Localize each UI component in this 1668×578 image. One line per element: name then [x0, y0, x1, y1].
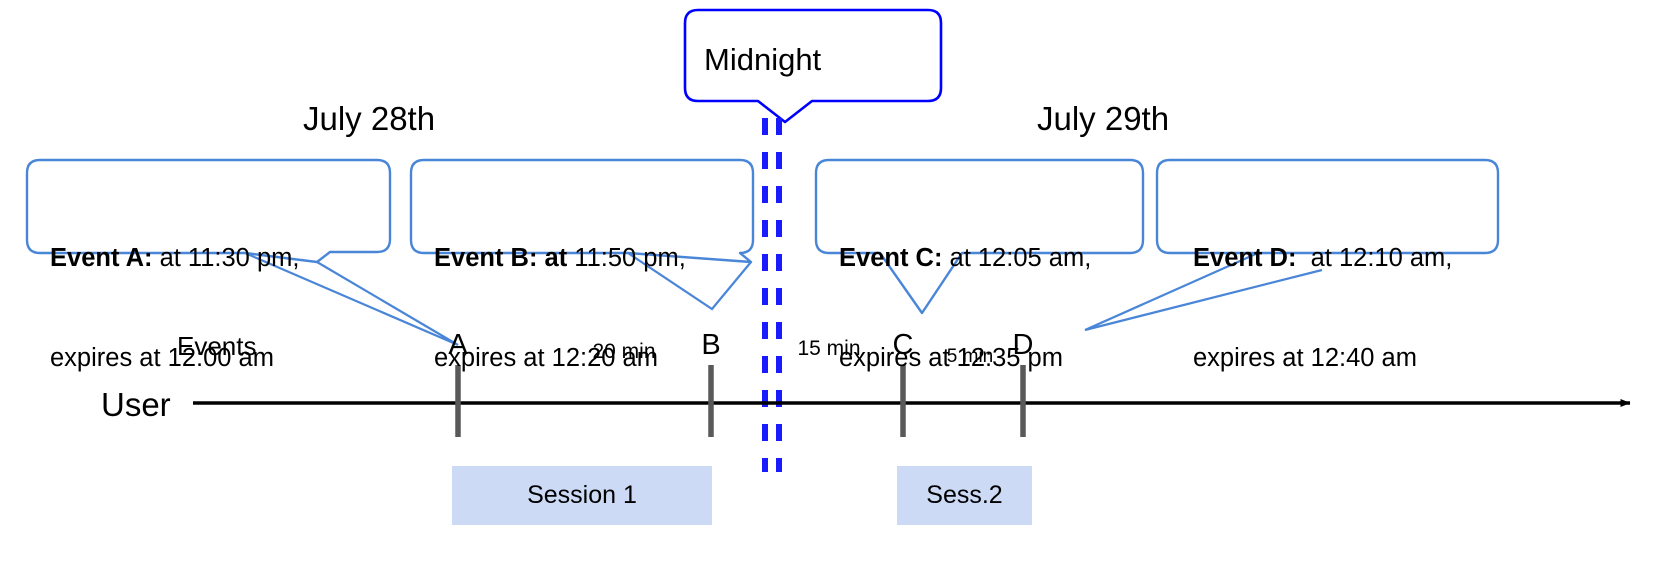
- event-b-line-1: Event B: at 11:50 pm,: [434, 242, 744, 275]
- event-d-callout-text: Event D: at 12:10 am, expires at 12:40 a…: [1193, 176, 1498, 441]
- event-d-bold: Event D:: [1193, 244, 1297, 273]
- event-d-line-2: expires at 12:40 am: [1193, 343, 1417, 372]
- event-a-rest: at 11:30 pm,: [152, 244, 300, 273]
- date-label-left: July 28th: [303, 100, 436, 137]
- event-d-rest: at 12:10 am,: [1296, 244, 1453, 273]
- marker-label-b: B: [701, 329, 721, 361]
- event-c-bold: Event C:: [839, 244, 943, 273]
- event-a-line-2: expires at 12:00 am: [50, 343, 274, 372]
- event-c-line-2: expires at 12:35 pm: [839, 343, 1063, 372]
- event-b-rest: 11:50 pm,: [567, 244, 686, 273]
- marker-label-c: C: [892, 329, 914, 361]
- midnight-label: Midnight: [704, 42, 822, 77]
- session-1-label: Session 1: [527, 481, 637, 509]
- event-c-line-1: Event C: at 12:05 am,: [839, 242, 1139, 275]
- axis-row-label-user: User: [101, 386, 171, 423]
- date-label-right: July 29th: [1037, 100, 1170, 137]
- event-b-bold: Event B: at: [434, 244, 568, 273]
- session-box-2: Sess.2: [897, 466, 1032, 525]
- event-c-rest: at 12:05 am,: [942, 244, 1092, 273]
- event-b-callout-text: Event B: at 11:50 pm, expires at 12:20 a…: [434, 176, 744, 441]
- event-a-line-1: Event A: at 11:30 pm,: [50, 242, 380, 275]
- marker-label-d: D: [1012, 329, 1034, 361]
- marker-label-a: A: [448, 329, 468, 361]
- event-a-bold: Event A:: [50, 244, 153, 273]
- gap-label-ab: 20 min: [592, 340, 656, 363]
- event-a-callout-text: Event A: at 11:30 pm, expires at 12:00 a…: [50, 176, 380, 441]
- session-2-label: Sess.2: [926, 481, 1003, 509]
- gap-label-cd: 5 min: [946, 346, 994, 367]
- event-b-line-2: expires at 12:20 am: [434, 343, 658, 372]
- axis-row-label-events: Events: [177, 331, 257, 361]
- event-c-callout-text: Event C: at 12:05 am, expires at 12:35 p…: [839, 176, 1139, 441]
- session-box-1: Session 1: [452, 466, 712, 525]
- gap-label-bc: 15 min: [797, 337, 861, 360]
- event-d-line-1: Event D: at 12:10 am,: [1193, 242, 1498, 275]
